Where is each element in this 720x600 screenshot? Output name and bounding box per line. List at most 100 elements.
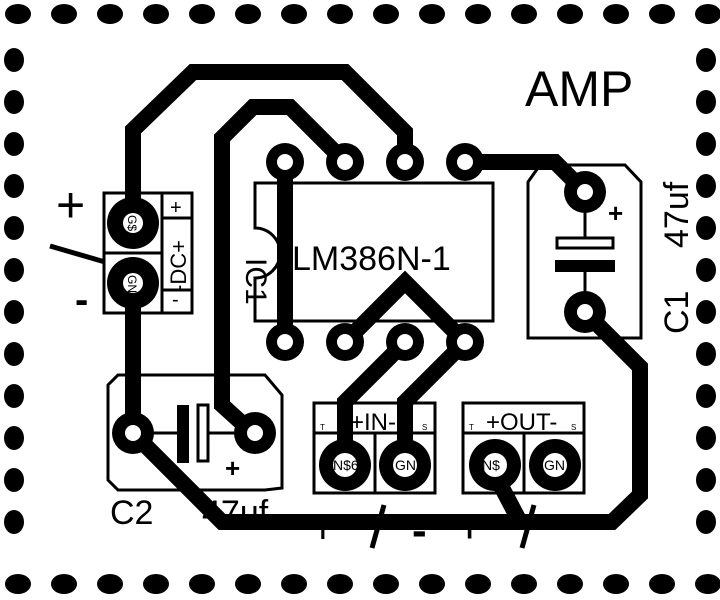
border-dot-right: [696, 384, 716, 408]
border-dot-left: [4, 90, 24, 114]
c1-pad-positive-hole: [577, 184, 593, 200]
dc-lead-line: [49, 243, 106, 265]
dc-minus-mark: -: [172, 289, 179, 311]
border-dot-bottom: [97, 574, 123, 594]
in-pad-gnd-hole: [393, 453, 417, 477]
out-below-plus: +: [455, 498, 484, 554]
c1-refdes-label: C1: [658, 291, 696, 334]
c1-plate-positive: [555, 236, 615, 250]
dc-plus-mark: +: [170, 197, 182, 219]
c2-outline: [106, 373, 284, 492]
border-dot-right: [696, 426, 716, 450]
border-dot-top: [5, 4, 31, 24]
out-corner-right: S: [571, 423, 576, 432]
in-below-plus: +: [310, 504, 336, 553]
border-dot-bottom: [281, 574, 307, 594]
c2-pad-negative-hole: [125, 425, 141, 441]
c1-value-label: 47uf: [658, 181, 696, 248]
dc-pad-gnd-hole: [123, 273, 143, 293]
ic-value-label: LM386N-1: [292, 240, 451, 278]
border-dot-top: [465, 4, 491, 24]
border-dot-bottom: [5, 574, 31, 594]
border-dot-top: [511, 4, 537, 24]
border-dot-top: [649, 4, 675, 24]
in-corner-right: S: [422, 423, 427, 432]
border-dot-right: [696, 258, 716, 282]
ic-pin-top-5-hole: [457, 154, 473, 170]
border-dot-left: [4, 174, 24, 198]
border-dot-bottom: [465, 574, 491, 594]
border-dot-right: [696, 132, 716, 156]
border-dot-bottom: [511, 574, 537, 594]
border-dot-left: [4, 342, 24, 366]
border-dot-right: [696, 300, 716, 324]
out-slash-mark: [519, 504, 537, 549]
out-pad-label-signal: N$: [482, 457, 500, 473]
out-corner-left: T: [469, 423, 474, 432]
in-slash-mark: [369, 504, 387, 549]
border-dot-top: [51, 4, 77, 24]
board-border-dots: [4, 4, 720, 594]
border-dot-top: [97, 4, 123, 24]
out-pad-label-gnd: GN: [544, 457, 565, 473]
border-dot-left: [4, 426, 24, 450]
border-dot-bottom: [189, 574, 215, 594]
border-dot-top: [235, 4, 261, 24]
ic-pin-top-8-hole: [277, 154, 293, 170]
border-dot-top: [189, 4, 215, 24]
ic-pin-bottom-2-hole: [337, 334, 353, 350]
c1-polarity-mark: +: [608, 198, 623, 228]
border-dot-left: [4, 48, 24, 72]
c2-refdes-label: C2: [110, 494, 153, 532]
out-label: +OUT-: [486, 409, 557, 436]
border-dot-bottom: [327, 574, 353, 594]
border-dot-top: [373, 4, 399, 24]
border-dot-top: [603, 4, 629, 24]
border-dot-left: [4, 468, 24, 492]
border-dot-right: [696, 174, 716, 198]
ic-pin-bottom-1-hole: [277, 334, 293, 350]
border-dot-bottom: [649, 574, 675, 594]
dc-label: -DC+: [166, 240, 191, 292]
in-pad-label-gnd: GN: [395, 457, 416, 473]
dc-connector: [102, 191, 194, 315]
ic-pin-top-7-hole: [337, 154, 353, 170]
border-dot-bottom: [373, 574, 399, 594]
border-dot-right: [696, 48, 716, 72]
dc-pad-plus-hole: [123, 213, 143, 233]
border-dot-top: [695, 4, 720, 24]
in-below-minus: -: [412, 506, 427, 555]
c2-polarity-mark: +: [225, 453, 240, 483]
border-dot-right: [696, 342, 716, 366]
board-title: AMP: [525, 61, 633, 117]
out-connector: [461, 401, 586, 495]
in-pad-label-signal: N$6: [333, 457, 359, 473]
c2-plate-negative: [177, 405, 189, 463]
out-pad-gnd-hole: [543, 453, 567, 477]
border-dot-left: [4, 132, 24, 156]
border-dot-left: [4, 384, 24, 408]
in-pad-signal-hole: [333, 453, 357, 477]
border-dot-right: [696, 90, 716, 114]
border-dot-right: [696, 216, 716, 240]
border-dot-top: [143, 4, 169, 24]
pads: [107, 143, 606, 491]
border-dot-left: [4, 216, 24, 240]
border-dot-top: [327, 4, 353, 24]
c1-plate-negative: [555, 260, 615, 272]
border-dot-bottom: [235, 574, 261, 594]
border-dot-bottom: [557, 574, 583, 594]
border-dot-left: [4, 510, 24, 534]
border-dot-left: [4, 258, 24, 282]
c1-pad-negative-hole: [577, 304, 593, 320]
c2-plate-positive: [196, 403, 210, 463]
c1-outline: [526, 163, 643, 340]
c2-pad-positive-hole: [247, 425, 263, 441]
border-dot-bottom: [419, 574, 445, 594]
in-connector: [312, 401, 437, 495]
in-label: +IN-: [350, 409, 396, 436]
border-dot-bottom: [143, 574, 169, 594]
dc-pad-label-gnd: GN: [125, 275, 139, 293]
border-dot-top: [281, 4, 307, 24]
dc-side-minus: -: [75, 278, 88, 322]
